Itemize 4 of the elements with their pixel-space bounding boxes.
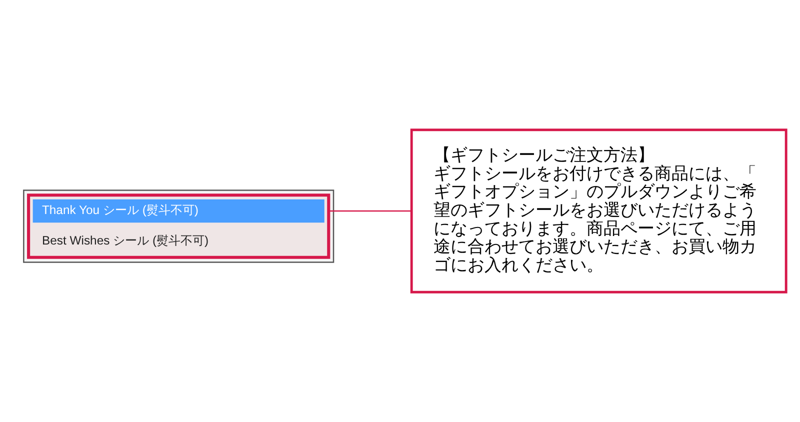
connector (328, 210, 412, 212)
node-box: 【ギフトシールご注文方法】 ギフトシールをお付けできる商品には、「ギフトオプション」のプルダウンよりご希望のギフトシールをお選びいただけるようになっております。商品ページにて、ご用途に合わせてお選びいただき、お買い物カゴにお入れください。 (410, 128, 788, 294)
node-box: Thank You シール (熨斗不可) (32, 199, 324, 223)
node-text: Best Wishes シール (熨斗不可) (42, 234, 209, 248)
